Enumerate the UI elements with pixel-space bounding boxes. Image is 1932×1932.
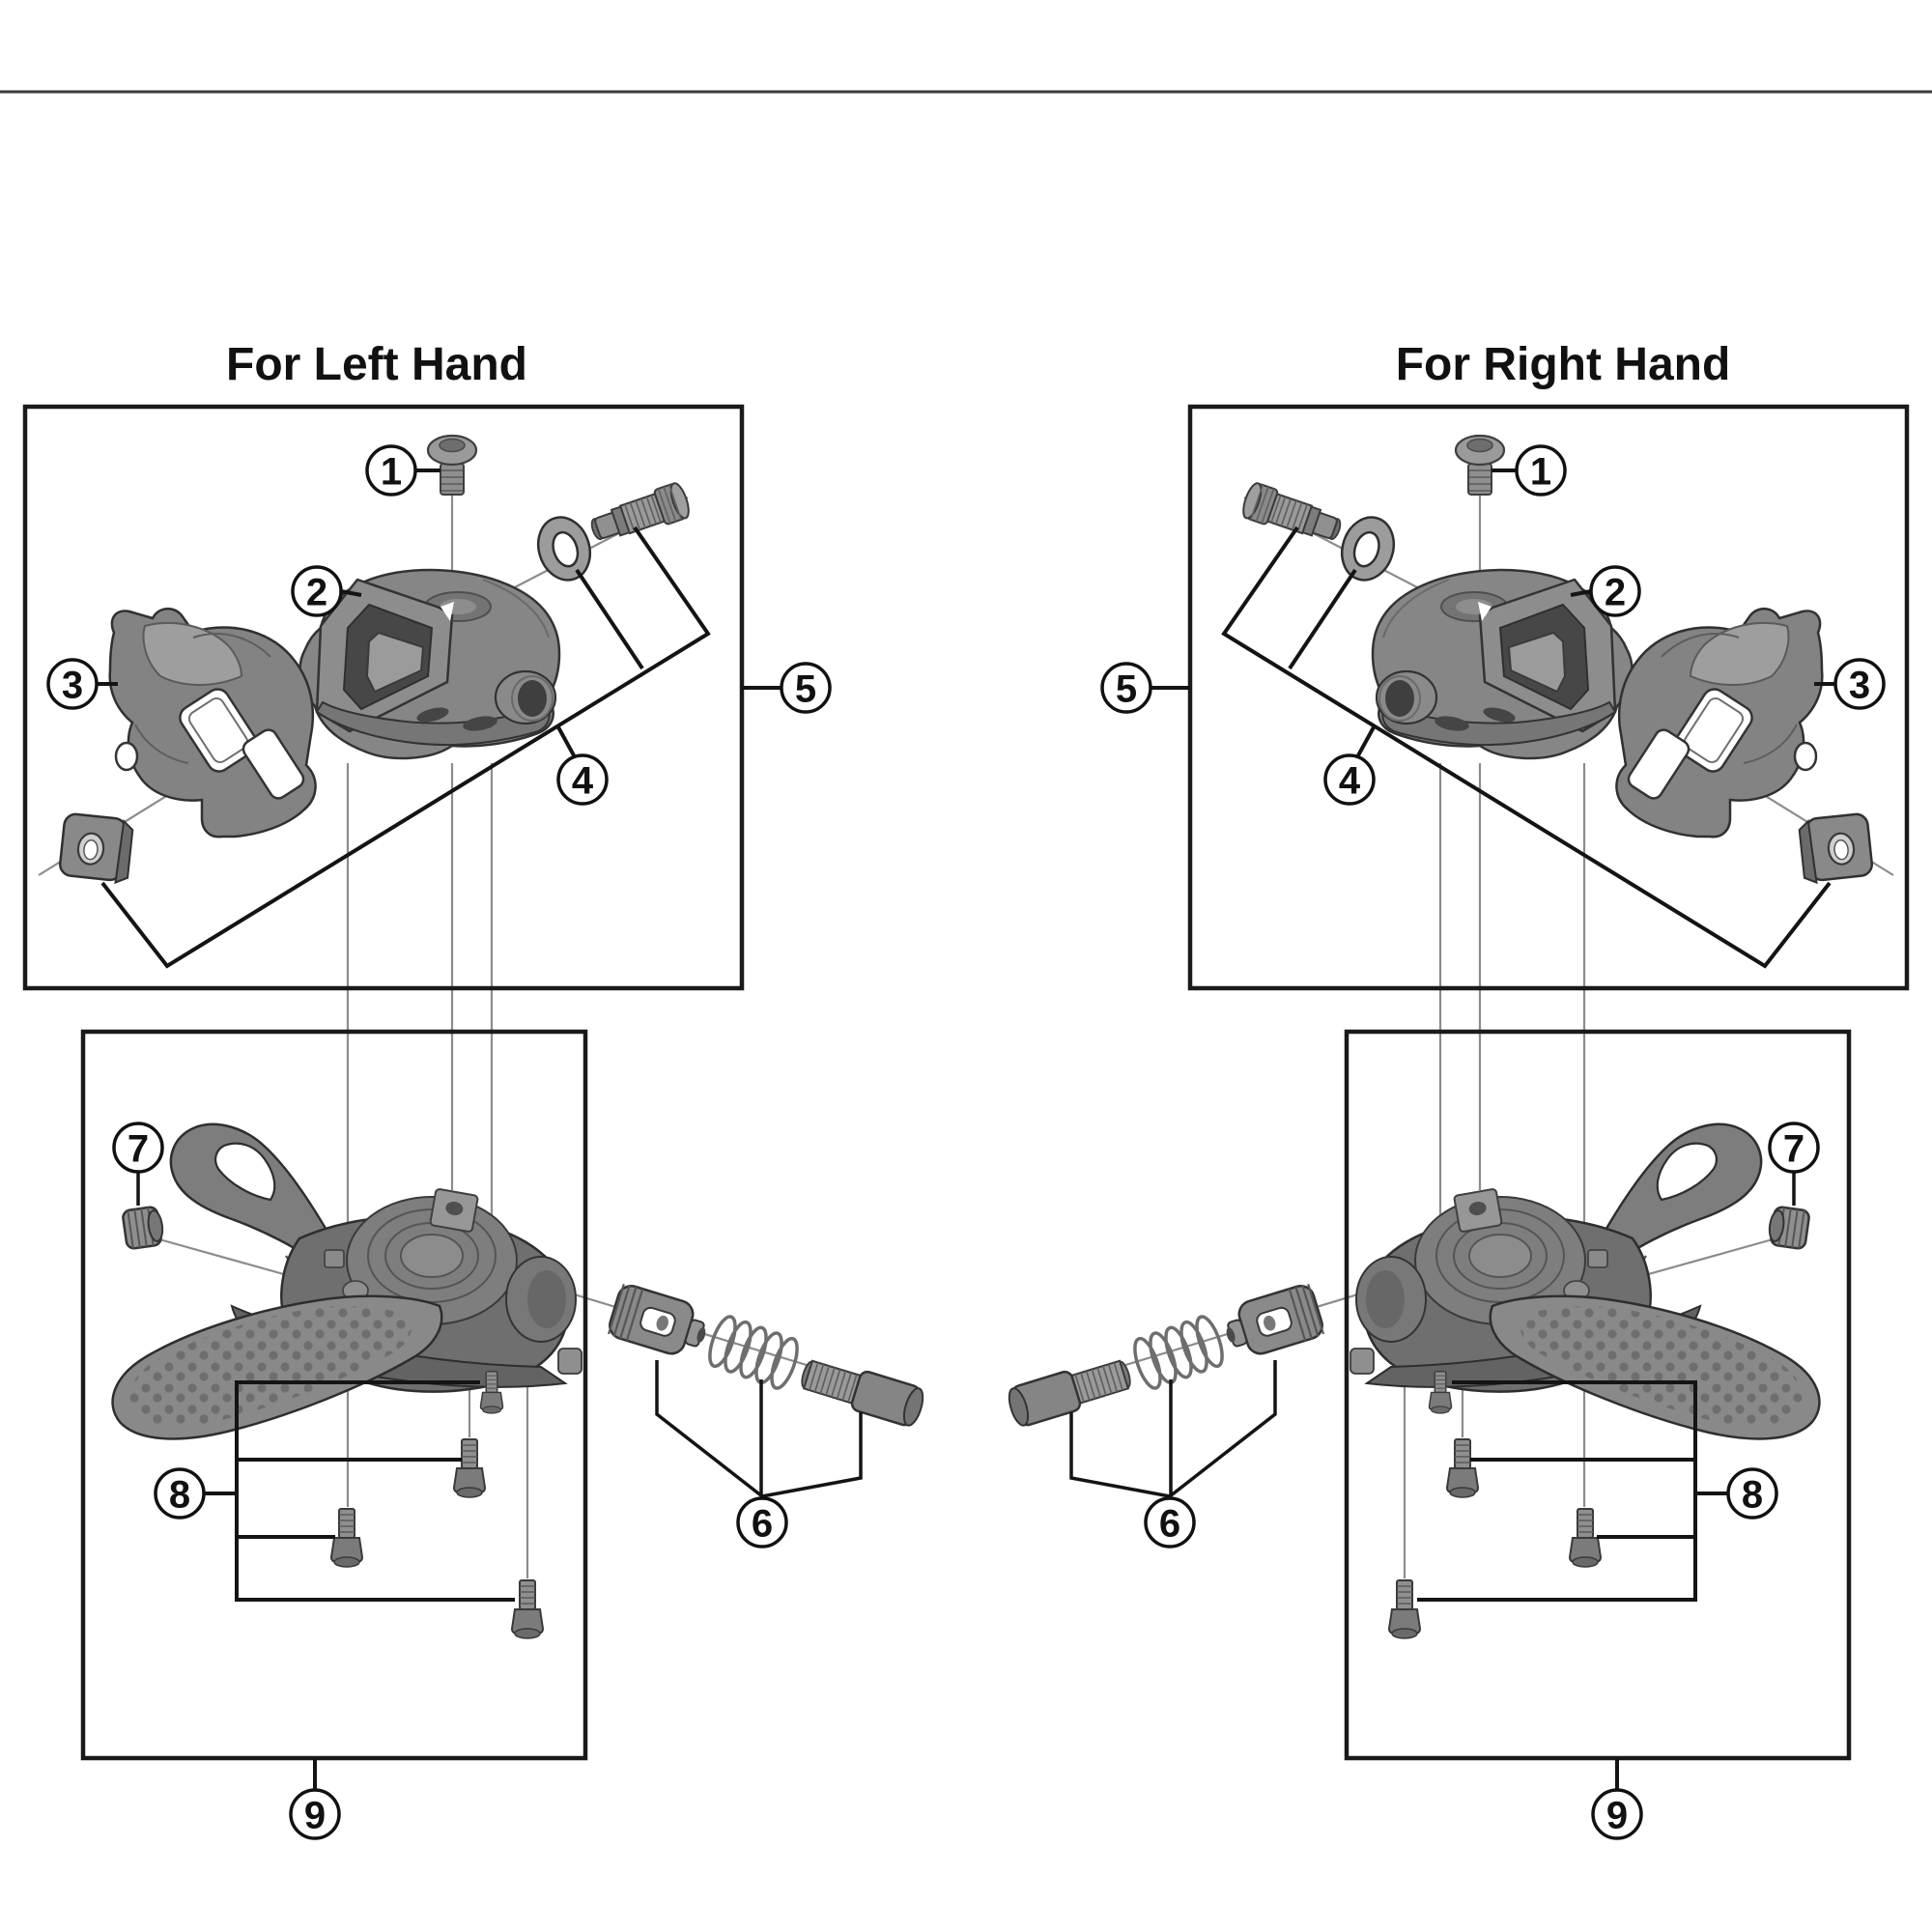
callout-number: 6 [1159,1502,1180,1545]
callout-number: 5 [1116,668,1137,710]
callout-number: 7 [128,1127,149,1170]
callout-circle [1144,1496,1196,1548]
callout-circle [780,662,832,714]
callout-circle [1833,658,1886,710]
callout-circle [1100,662,1152,714]
callout-badge-2-left: 2 [291,565,343,617]
callout-layer: 1 2 3 4 5 6 7 8 9 1 2 3 4 5 6 7 8 9 [46,444,1886,1840]
callout-badge-6-right: 6 [1144,1496,1196,1548]
callout-badge-1-left: 1 [365,444,417,497]
callout-circle [1323,753,1376,806]
callout-circle [1589,565,1641,617]
callout-badge-4-right: 4 [1323,753,1376,806]
callout-number: 4 [1339,759,1361,802]
callout-circle [736,1496,788,1548]
callout-number: 7 [1783,1127,1804,1170]
callout-circle [1591,1788,1643,1840]
callout-number: 4 [572,759,594,802]
callout-badge-3-right: 3 [1833,658,1886,710]
callout-number: 2 [306,571,327,613]
callout-badge-2-right: 2 [1589,565,1641,617]
callout-badge-4-left: 4 [556,753,609,806]
callout-number: 3 [62,664,83,706]
callout-badge-1-right: 1 [1515,444,1567,497]
callout-circle [289,1788,341,1840]
callout-circle [154,1467,206,1520]
callout-number: 2 [1605,571,1626,613]
left-hand-assembly [25,407,926,1791]
callout-circle [291,565,343,617]
callout-badge-7-right: 7 [1768,1122,1820,1174]
callout-number: 5 [795,668,816,710]
callout-circle [112,1122,164,1174]
callout-circle [1768,1122,1820,1174]
callout-badge-6-left: 6 [736,1496,788,1548]
callout-number: 1 [1530,450,1551,493]
callout-badge-5-left: 5 [780,662,832,714]
callout-circle [365,444,417,497]
callout-badge-8-right: 8 [1726,1467,1778,1520]
callout-circle [556,753,609,806]
callout-badge-8-left: 8 [154,1467,206,1520]
callout-circle [1726,1467,1778,1520]
callout-badge-5-right: 5 [1100,662,1152,714]
callout-badge-9-right: 9 [1591,1788,1643,1840]
callout-number: 3 [1849,664,1870,706]
callout-badge-3-left: 3 [46,658,99,710]
callout-badge-9-left: 9 [289,1788,341,1840]
title-right-hand: For Right Hand [1396,339,1731,390]
callout-badge-7-left: 7 [112,1122,164,1174]
right-hand-assembly [1006,407,1907,1791]
callout-number: 8 [1742,1473,1763,1516]
callout-number: 8 [169,1473,190,1516]
callout-circle [46,658,99,710]
callout-number: 9 [304,1794,326,1836]
callout-number: 6 [752,1502,773,1545]
title-left-hand: For Left Hand [226,339,527,390]
callout-circle [1515,444,1567,497]
callout-number: 1 [381,450,402,493]
callout-number: 9 [1606,1794,1628,1836]
